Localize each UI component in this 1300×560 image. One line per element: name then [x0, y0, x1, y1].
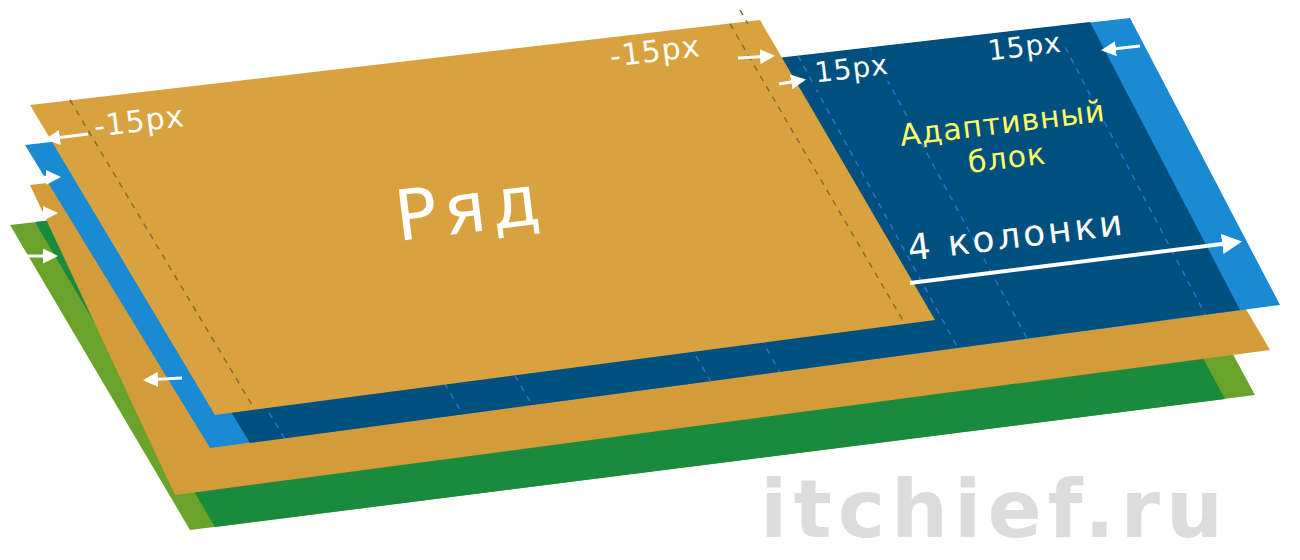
white-arrow — [1104, 46, 1140, 50]
row-guide — [70, 100, 255, 410]
white-arrow — [22, 213, 55, 214]
column-count: 4 колонки — [905, 201, 1127, 269]
row-guide — [730, 24, 905, 324]
row-block: Ряд — [379, 150, 561, 271]
white-arrow — [146, 378, 182, 380]
white-arrow — [22, 255, 55, 258]
padding-dimension: 15px — [810, 48, 893, 90]
row-guide — [740, 10, 748, 24]
white-arrow — [22, 177, 58, 178]
white-arrow — [779, 80, 803, 84]
watermark: itchief.ru — [760, 470, 1229, 550]
white-arrow — [738, 56, 772, 58]
margin-dimension: -15px — [92, 99, 186, 144]
row-layer — [30, 20, 935, 415]
white-arrow — [48, 134, 88, 139]
row-title: Ряд — [391, 159, 550, 257]
column-guide — [1054, 26, 1205, 315]
block-title: Адаптивный блок — [881, 92, 1128, 190]
margin-dimension: -15px — [608, 29, 702, 74]
padding-dimension: 15px — [983, 26, 1066, 68]
adaptive-block: Адаптивный блок 4 колонки — [871, 83, 1150, 284]
blue-container-layer — [25, 18, 1280, 448]
